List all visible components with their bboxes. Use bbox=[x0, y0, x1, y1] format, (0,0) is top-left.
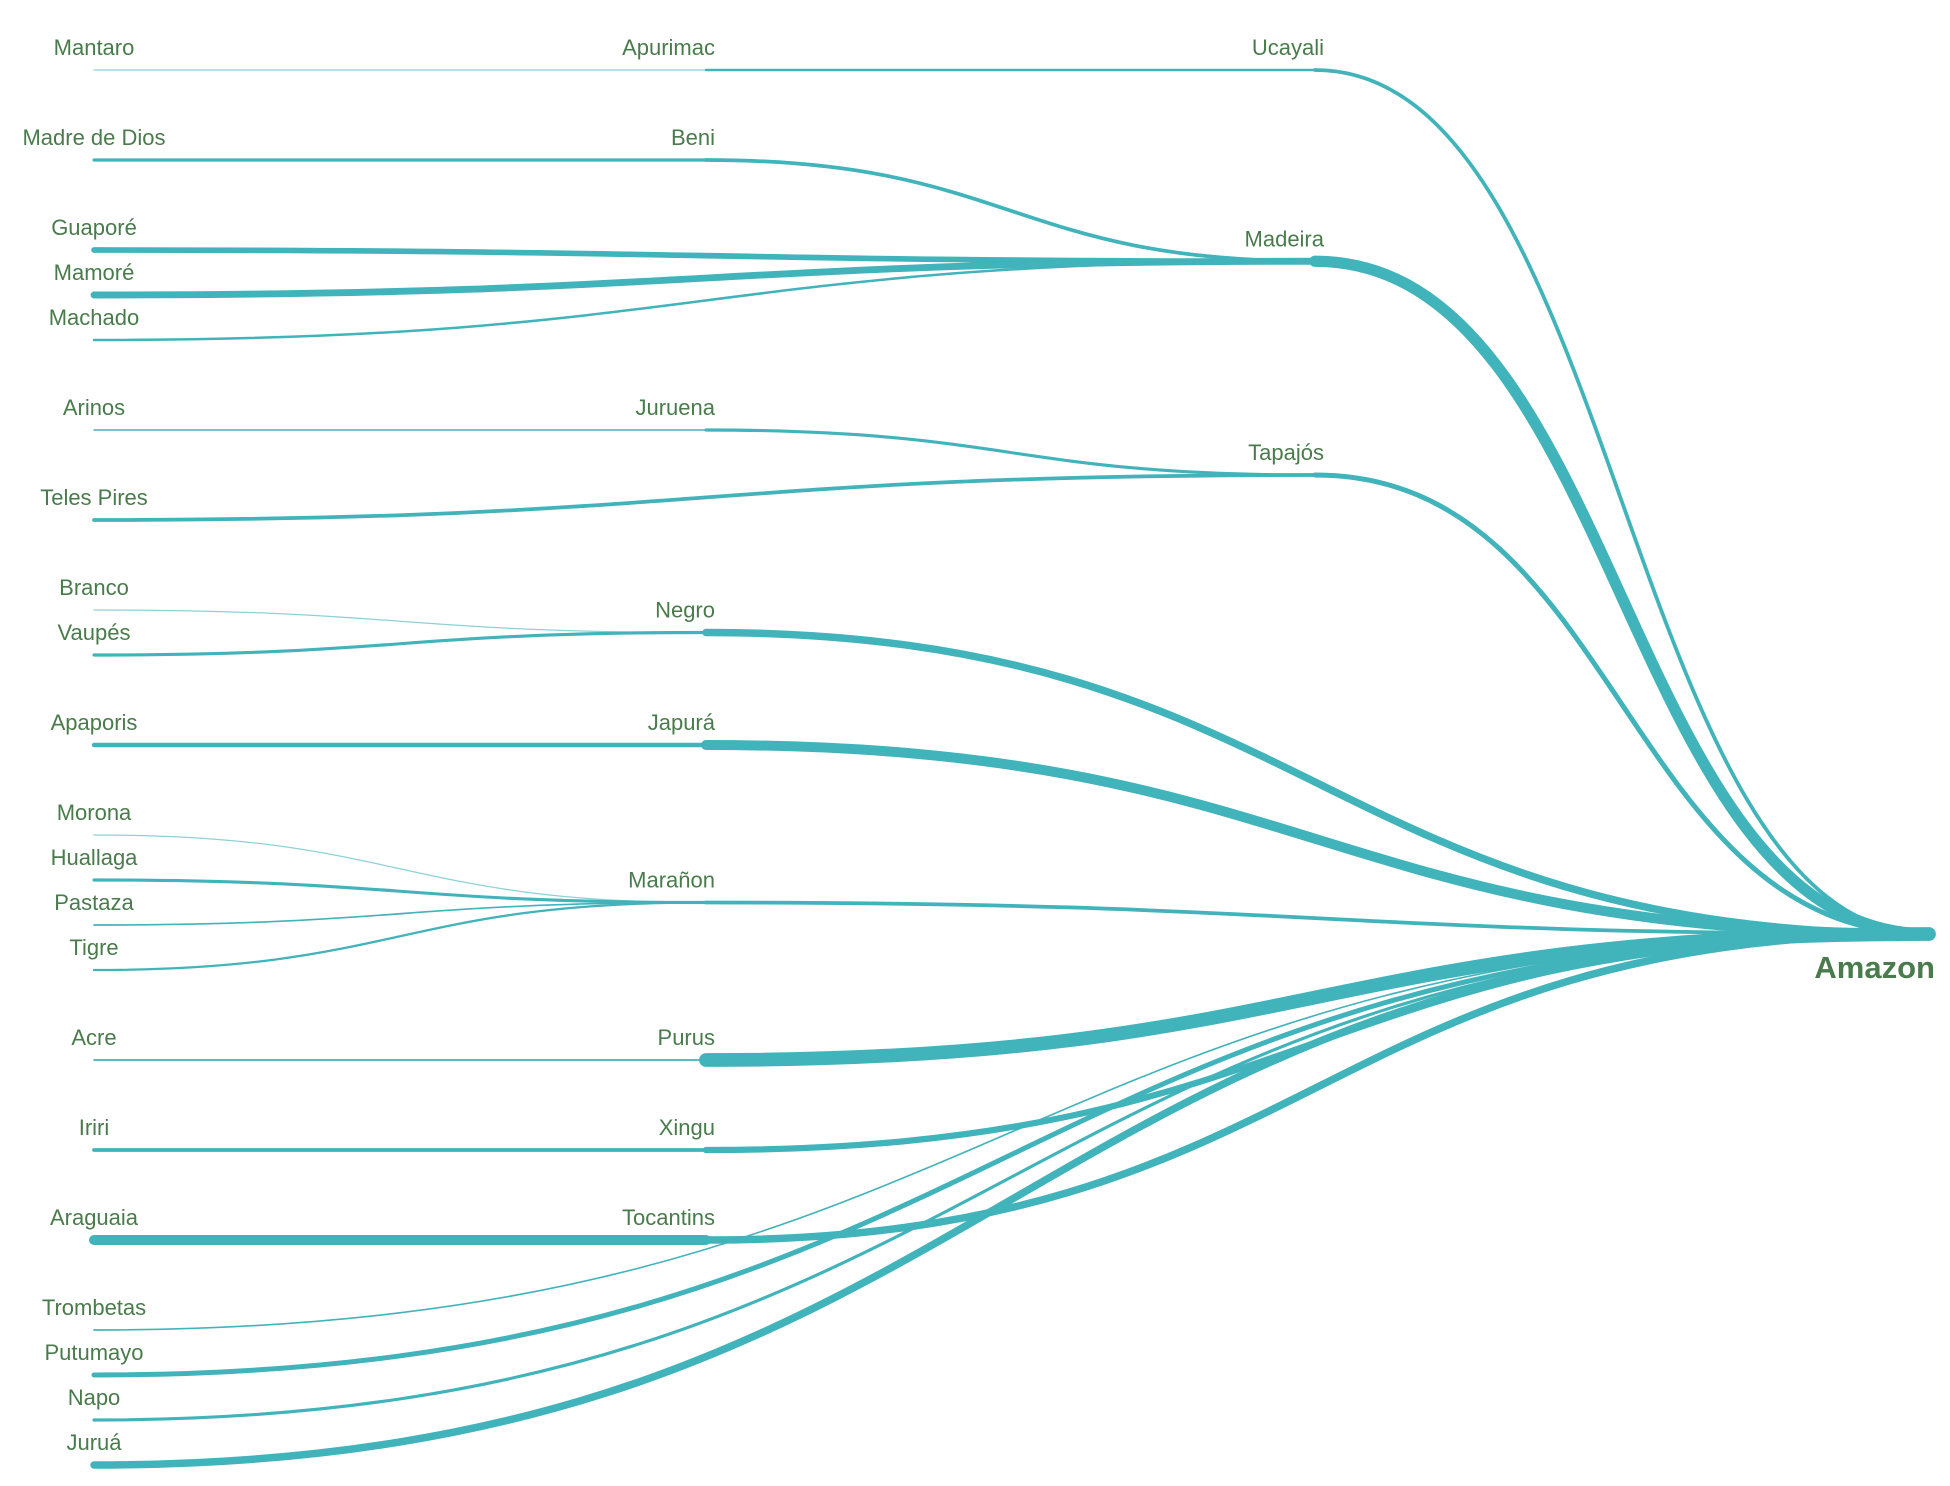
node-label-teles-pires: Teles Pires bbox=[40, 485, 148, 510]
link-jurua-to-amazon bbox=[90, 930, 1933, 1469]
link-tocantins-to-amazon bbox=[702, 930, 1933, 1244]
node-label-napo: Napo bbox=[68, 1385, 121, 1410]
node-label-negro: Negro bbox=[655, 598, 715, 623]
link-maranon-to-amazon bbox=[704, 900, 1931, 936]
node-label-juruena: Juruena bbox=[635, 395, 715, 420]
node-label-mantaro: Mantaro bbox=[54, 35, 135, 60]
link-purus-to-amazon bbox=[699, 927, 1936, 1067]
node-label-apurimac: Apurimac bbox=[622, 35, 715, 60]
link-juruena-to-tapajos bbox=[704, 428, 1317, 477]
node-label-trombetas: Trombetas bbox=[42, 1295, 146, 1320]
node-label-araguaia: Araguaia bbox=[50, 1205, 139, 1230]
node-label-vaupes: Vaupés bbox=[58, 620, 131, 645]
node-label-morona: Morona bbox=[57, 800, 132, 825]
node-label-mamore: Mamoré bbox=[54, 260, 135, 285]
node-label-amazon: Amazon bbox=[1814, 950, 1935, 985]
link-teles-pires-to-tapajos bbox=[92, 473, 1317, 522]
node-label-machado: Machado bbox=[49, 305, 140, 330]
node-label-tocantins: Tocantins bbox=[622, 1205, 715, 1230]
node-label-tigre: Tigre bbox=[69, 935, 118, 960]
node-label-madeira: Madeira bbox=[1245, 226, 1325, 251]
link-machado-to-madeira bbox=[92, 260, 1317, 342]
node-label-xingu: Xingu bbox=[659, 1115, 715, 1140]
link-beni-to-madeira bbox=[704, 158, 1317, 264]
link-vaupes-to-negro bbox=[92, 630, 708, 657]
link-negro-to-amazon bbox=[702, 628, 1933, 938]
link-ucayali-to-amazon bbox=[1313, 68, 1931, 936]
link-mamore-to-madeira bbox=[90, 257, 1319, 299]
link-madeira-to-amazon bbox=[1309, 255, 1935, 940]
node-label-maranon: Marañon bbox=[628, 868, 715, 893]
link-japura-to-amazon bbox=[701, 740, 1934, 939]
link-branco-to-negro bbox=[93, 609, 707, 634]
node-label-ucayali: Ucayali bbox=[1252, 35, 1324, 60]
link-pastaza-to-maranon bbox=[93, 901, 707, 926]
link-huallaga-to-maranon bbox=[92, 878, 708, 905]
link-tigre-to-maranon bbox=[92, 901, 708, 972]
node-label-apaporis: Apaporis bbox=[51, 710, 138, 735]
node-label-tapajos: Tapajós bbox=[1248, 440, 1324, 465]
node-label-madre-de-dios: Madre de Dios bbox=[22, 125, 165, 150]
node-label-beni: Beni bbox=[671, 125, 715, 150]
node-label-arinos: Arinos bbox=[63, 395, 125, 420]
node-label-putumayo: Putumayo bbox=[44, 1340, 143, 1365]
node-label-acre: Acre bbox=[71, 1025, 116, 1050]
link-putumayo-to-amazon bbox=[91, 931, 1932, 1378]
node-label-guapore: Guaporé bbox=[51, 215, 137, 240]
link-trombetas-to-amazon bbox=[93, 933, 1930, 1331]
node-label-pastaza: Pastaza bbox=[54, 890, 134, 915]
link-morona-to-maranon bbox=[93, 834, 707, 904]
link-napo-to-amazon bbox=[92, 932, 1931, 1422]
node-label-branco: Branco bbox=[59, 575, 129, 600]
node-label-huallaga: Huallaga bbox=[51, 845, 139, 870]
node-label-iriri: Iriri bbox=[79, 1115, 110, 1140]
node-label-purus: Purus bbox=[658, 1025, 715, 1050]
node-label-jurua: Juruá bbox=[66, 1430, 122, 1455]
node-label-japura: Japurá bbox=[648, 710, 716, 735]
links bbox=[89, 68, 1936, 1469]
link-tapajos-to-amazon bbox=[1312, 472, 1932, 937]
